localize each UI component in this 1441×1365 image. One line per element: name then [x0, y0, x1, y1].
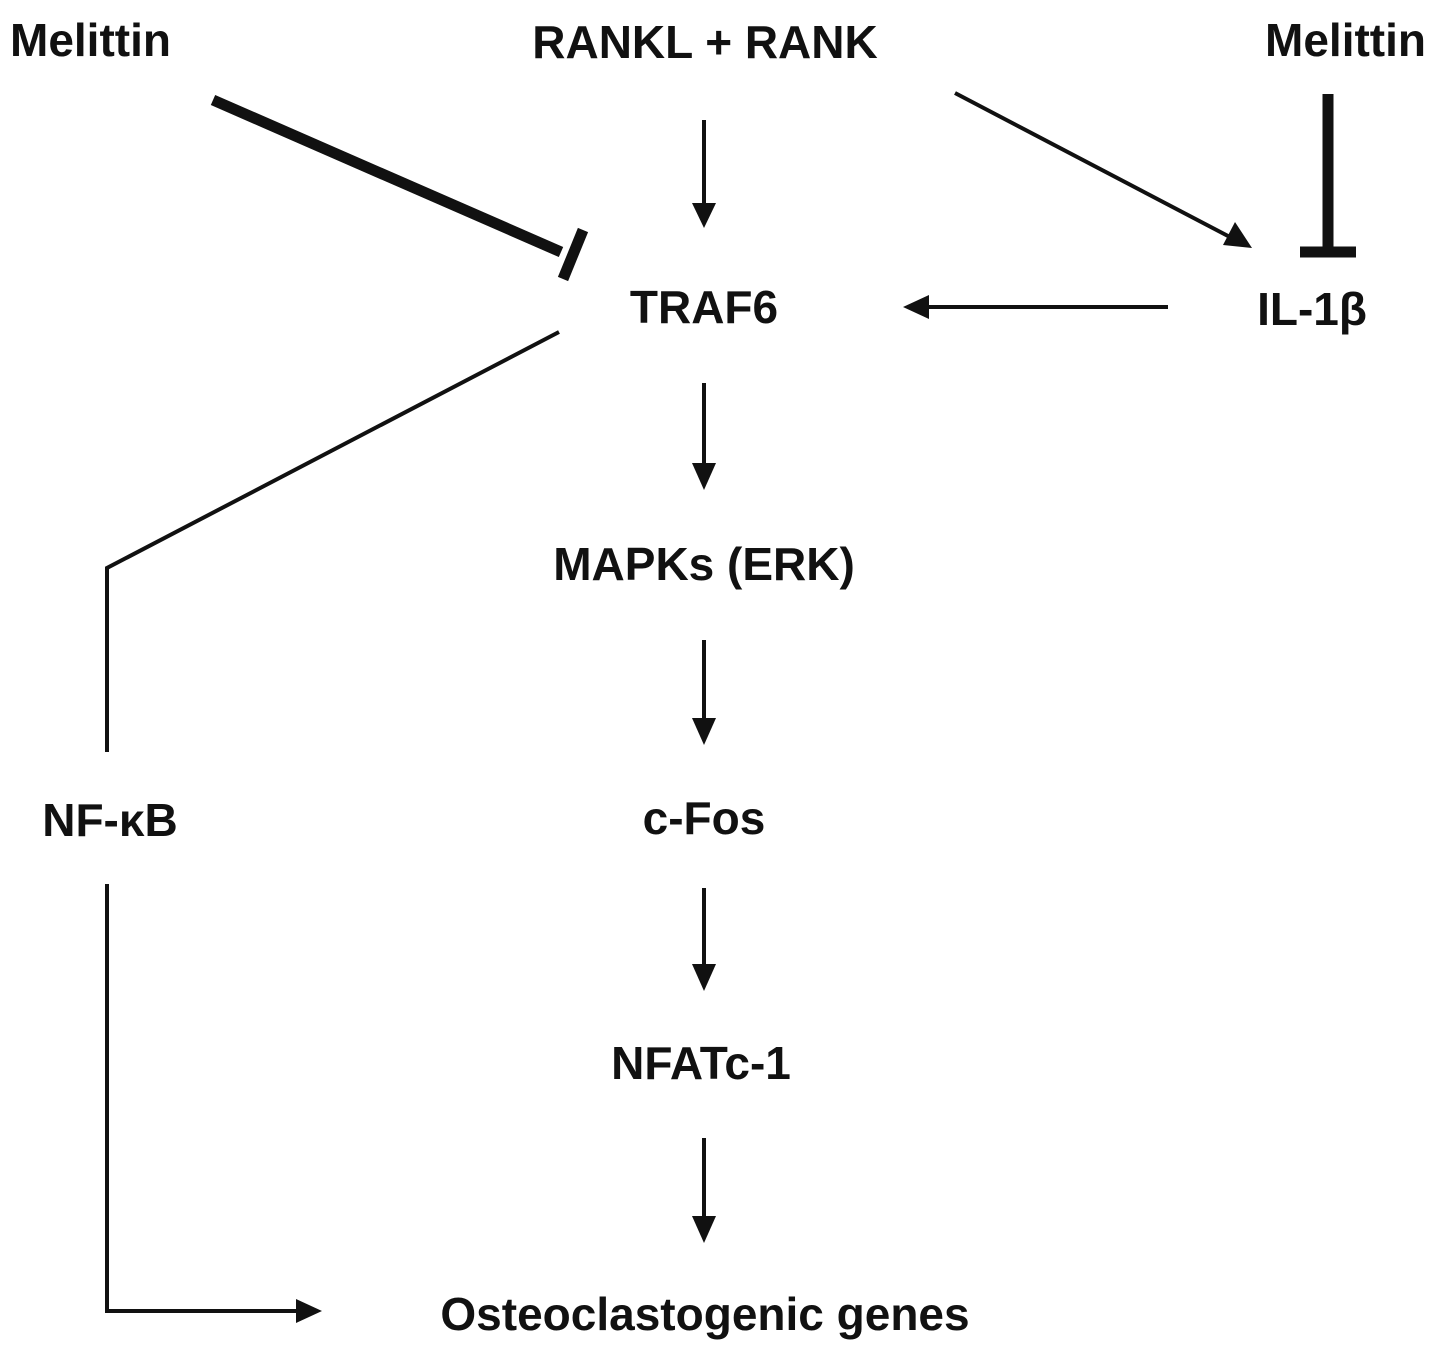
edge-traf6-to-nfkb — [105, 330, 560, 752]
edge-mapks-to-cfos — [692, 640, 716, 745]
edge-rankl-to-traf6 — [692, 120, 716, 228]
node-cfos: c-Fos — [643, 792, 766, 844]
edge-rankl-to-il1b — [954, 91, 1252, 248]
edge-nfkb-to-genes — [105, 884, 322, 1323]
node-mapks: MAPKs (ERK) — [553, 538, 855, 590]
edge-nfatc1-to-genes — [692, 1138, 716, 1243]
node-traf6: TRAF6 — [630, 281, 778, 333]
node-nfatc1: NFATc-1 — [611, 1037, 791, 1089]
edge-melittin-inhibits-traf6 — [210, 94, 589, 282]
edge-traf6-to-mapks — [692, 383, 716, 490]
node-osteoclastogenic-genes: Osteoclastogenic genes — [440, 1288, 969, 1340]
node-nfkb: NF-κB — [42, 794, 178, 846]
node-melittin-right: Melittin — [1265, 14, 1426, 66]
edge-il1b-to-traf6 — [903, 295, 1168, 319]
node-melittin-left: Melittin — [10, 14, 171, 66]
node-il1b: IL-1β — [1257, 283, 1367, 335]
edge-cfos-to-nfatc1 — [692, 888, 716, 991]
edge-melittin-inhibits-il1b — [1300, 94, 1356, 258]
node-rankl-rank: RANKL + RANK — [532, 16, 877, 68]
